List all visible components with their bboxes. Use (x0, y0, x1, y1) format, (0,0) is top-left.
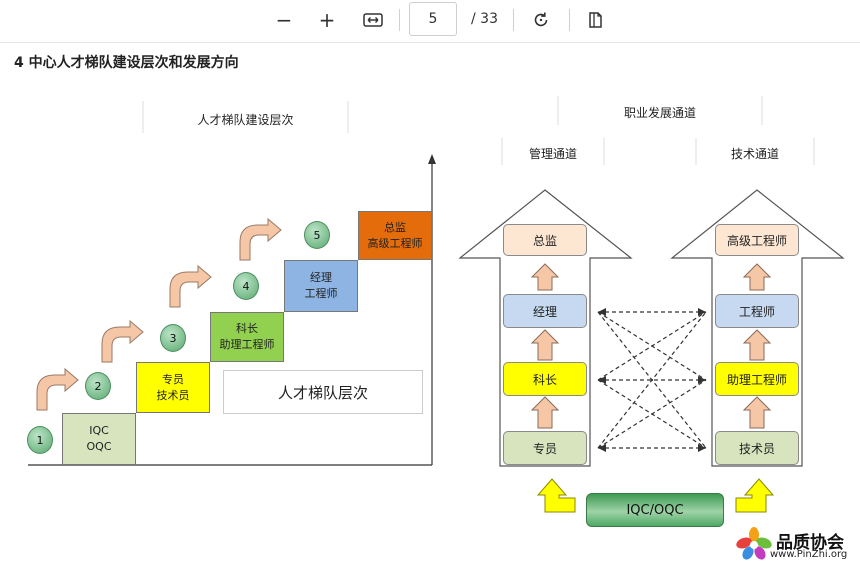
watermark-logo-icon (736, 527, 772, 560)
management-channel-arrow (458, 189, 633, 467)
watermark-url: www.PinZhi.org (770, 549, 848, 560)
step-3-line-1: 科长 (236, 322, 258, 335)
curved-arrow-2 (101, 319, 144, 363)
curved-arrow-4 (239, 217, 282, 261)
rotate-button[interactable] (526, 6, 556, 34)
management-channel-title: 管理通道 (528, 147, 577, 161)
step-2-line-1: 专员 (162, 372, 184, 386)
legend-box: 人才梯队层次 (223, 370, 423, 414)
zoom-in-button[interactable]: + (312, 6, 342, 34)
connector-arrowheads (598, 308, 706, 452)
curved-arrow-3 (169, 264, 212, 308)
right-diagram-title: 职业发展通道 (623, 106, 696, 120)
technical-level-2: 工程师 (715, 294, 799, 328)
watermark-title: 品质协会 (776, 533, 844, 553)
section-heading: 4 中心人才梯队建设层次和发展方向 (14, 55, 239, 71)
technical-channel-title: 技术通道 (730, 147, 779, 161)
step-4-line-1: 经理 (310, 271, 332, 284)
plus-icon: + (318, 8, 336, 32)
base-level-box: IQC/OQC (586, 493, 724, 527)
rotate-icon (534, 12, 548, 27)
page-number-input[interactable]: 5 (409, 2, 457, 36)
page-view-button[interactable] (582, 6, 612, 34)
curved-arrow-1 (36, 367, 79, 411)
step-box-3: 科长 助理工程师 (210, 312, 284, 362)
step-number-4: 4 (233, 272, 259, 300)
yellow-arrow-right (735, 478, 775, 513)
toolbar-divider (513, 9, 514, 31)
step-box-5: 总监 高级工程师 (358, 211, 432, 260)
step-box-2: 专员 技术员 (136, 362, 210, 413)
management-level-3: 科长 (503, 362, 587, 396)
step-4-line-2: 工程师 (304, 287, 338, 300)
management-level-4: 专员 (503, 431, 587, 465)
step-5-line-1: 总监 (384, 220, 406, 234)
management-level-1: 总监 (503, 224, 587, 256)
fit-width-button[interactable] (358, 6, 388, 34)
step-5-line-2: 高级工程师 (367, 236, 423, 250)
fit-width-icon (363, 13, 383, 27)
step-1-line-2: OQC (86, 440, 112, 453)
step-number-2: 2 (85, 372, 111, 400)
page-view-icon (589, 12, 602, 28)
axis-arrow-head (428, 154, 436, 164)
step-3-line-2: 助理工程师 (219, 338, 275, 351)
up-arrows (530, 263, 772, 429)
step-box-1: IQC OQC (62, 413, 136, 465)
technical-level-4: 技术员 (715, 431, 799, 465)
management-level-2: 经理 (503, 294, 587, 328)
yellow-arrow-left (536, 478, 576, 513)
step-number-3: 3 (160, 324, 186, 352)
toolbar-divider (399, 9, 400, 31)
technical-level-3: 助理工程师 (715, 362, 799, 396)
technical-level-1: 高级工程师 (715, 224, 799, 256)
step-box-4: 经理 工程师 (284, 260, 358, 312)
zoom-out-button[interactable]: − (269, 6, 299, 34)
step-1-line-1: IQC (89, 424, 109, 437)
page-total: / 33 (471, 11, 498, 27)
minus-icon: − (275, 8, 293, 32)
left-diagram-title: 人才梯队建设层次 (197, 113, 294, 127)
technical-channel-arrow (670, 189, 845, 467)
toolbar-divider (569, 9, 570, 31)
dashed-connectors (597, 311, 707, 449)
step-arrows (36, 217, 282, 411)
step-number-1: 1 (27, 426, 53, 454)
step-2-line-2: 技术员 (156, 388, 190, 402)
step-number-5: 5 (304, 221, 330, 249)
pdf-toolbar: − + 5 / 33 (0, 0, 860, 43)
